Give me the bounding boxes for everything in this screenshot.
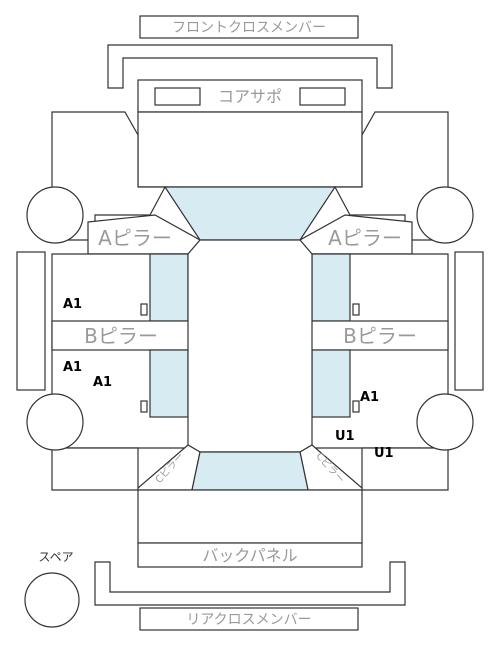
left-side-sill (16, 251, 46, 391)
left-front-window (149, 253, 189, 322)
core-support-right-slot (299, 87, 346, 106)
windshield (163, 186, 337, 241)
core-support-left-slot (154, 87, 201, 106)
a-pillar-right-label: Aピラー (328, 226, 402, 250)
mark-front-left-door-upper: A1 (63, 297, 82, 312)
core-support-label: コアサポ (218, 87, 282, 106)
left-rear-window (149, 349, 189, 418)
rear-cross-member-box (139, 607, 359, 631)
spare-tire-icon (24, 572, 80, 628)
mark-rear-right-1: U1 (335, 429, 355, 444)
rear-cross-member-label: リアクロスメンバー (186, 612, 311, 628)
b-pillar-right-label: Bピラー (343, 324, 417, 348)
right-rear-door-handle (352, 400, 360, 413)
a-pillar-left-label: Aピラー (98, 226, 172, 250)
spare-label: スペア (38, 550, 73, 564)
right-front-door-handle (352, 303, 360, 316)
left-rear-door-handle (140, 400, 148, 413)
mark-front-left-door-lower-2: A1 (93, 375, 112, 390)
right-rear-window (311, 349, 351, 418)
rear-window (191, 451, 309, 491)
b-pillar-right-strip (309, 320, 449, 351)
right-front-window (311, 253, 351, 322)
core-support-box (137, 79, 363, 113)
left-front-door-handle (140, 303, 148, 316)
rear-cross-member-bracket (94, 561, 406, 606)
mark-right-rear-door: A1 (360, 390, 379, 405)
front-cross-member-bracket (107, 44, 393, 89)
b-pillar-left-strip (51, 320, 191, 351)
rear-left-wheel-icon (26, 393, 84, 451)
front-right-wheel-icon (416, 186, 474, 244)
hood-area (137, 111, 363, 188)
trunk (137, 489, 363, 544)
roof (187, 239, 313, 453)
mark-front-left-door-lower-1: A1 (63, 360, 82, 375)
b-pillar-left-label: Bピラー (84, 324, 158, 348)
right-side-sill (454, 251, 484, 391)
front-cross-member-box (139, 15, 359, 39)
mark-rear-right-2: U1 (374, 446, 394, 461)
front-cross-member-label: フロントクロスメンバー (172, 20, 326, 36)
rear-right-wheel-icon (416, 393, 474, 451)
back-panel-label: バックパネル (202, 546, 297, 565)
front-left-wheel-icon (26, 186, 84, 244)
back-panel-box (137, 542, 363, 568)
